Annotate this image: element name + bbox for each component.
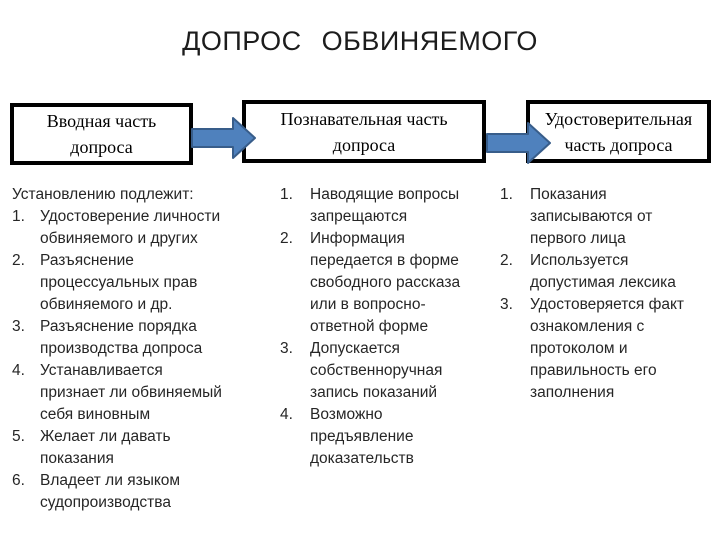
list-item-number: 4.	[280, 406, 293, 423]
list-item-text: Удостоверение личности обвиняемого и дру…	[40, 208, 221, 247]
list-item: 3. Удостоверяется факт ознакомления с пр…	[500, 294, 698, 404]
list-item-text: Используется допустимая лексика	[530, 252, 676, 291]
list-item-number: 1.	[500, 186, 513, 203]
list-item: 2. Информация передается в форме свободн…	[280, 228, 465, 338]
list-item: 1. Наводящие вопросы запрещаются	[280, 184, 465, 228]
list-item-text: Владеет ли языком судопроизводства	[40, 472, 181, 511]
list-item: 1. Удостоверение личности обвиняемого и …	[12, 206, 224, 250]
stage-box-cognitive: Познавательная часть допроса	[242, 100, 486, 163]
right-arrow-icon	[191, 115, 258, 166]
list-item-number: 2.	[500, 252, 513, 269]
list-item-text: Возможно предъявление доказательств	[310, 406, 414, 467]
list-item-text: Допускается собственноручная запись пока…	[310, 340, 443, 401]
list-item-number: 3.	[500, 296, 513, 313]
column-certifying: 1. Показания записываются от первого лиц…	[500, 184, 698, 404]
list-item-text: Разъяснение процессуальных прав обвиняем…	[40, 252, 198, 313]
list-item: 2. Разъяснение процессуальных прав обвин…	[12, 250, 224, 316]
list-item-text: Удостоверяется факт ознакомления с прото…	[530, 296, 685, 401]
stage-box-certifying: Удостоверительная часть допроса	[526, 100, 711, 163]
list-item-text: Устанавливается признает ли обвиняемый с…	[40, 362, 222, 423]
list-item: 5. Желает ли давать показания	[12, 426, 224, 470]
list-item-text: Показания записываются от первого лица	[530, 186, 653, 247]
column-cognitive: 1. Наводящие вопросы запрещаются 2. Инфо…	[280, 184, 465, 470]
list-item: 3. Разъяснение порядка производства допр…	[12, 316, 224, 360]
list-item-number: 3.	[280, 340, 293, 357]
list-item-number: 5.	[12, 428, 25, 445]
list-item-number: 6.	[12, 472, 25, 489]
list-item: 1. Показания записываются от первого лиц…	[500, 184, 698, 250]
page-title: ДОПРОС ОБВИНЯЕМОГО	[182, 26, 538, 56]
list-item-number: 4.	[12, 362, 25, 379]
list-item: 6. Владеет ли языком судопроизводства	[12, 470, 224, 514]
stage-box-introductory: Вводная часть допроса	[10, 103, 193, 165]
list-item-number: 3.	[12, 318, 25, 335]
list-item-text: Информация передается в форме свободного…	[310, 230, 461, 335]
list-item-number: 2.	[280, 230, 293, 247]
list-item-text: Разъяснение порядка производства допроса	[40, 318, 203, 357]
list-item-text: Наводящие вопросы запрещаются	[310, 186, 460, 225]
stage-box-label: Вводная часть допроса	[46, 111, 157, 157]
list-item: 4. Устанавливается признает ли обвиняемы…	[12, 360, 224, 426]
list-item-number: 2.	[12, 252, 25, 269]
list-item: 3. Допускается собственноручная запись п…	[280, 338, 465, 404]
column-introductory: Установлению подлежит: 1. Удостоверение …	[12, 184, 224, 514]
list-item-text: Желает ли давать показания	[40, 428, 171, 467]
stage-box-label: Удостоверительная часть допроса	[544, 108, 693, 155]
list-item: 4. Возможно предъявление доказательств	[280, 404, 465, 470]
list-item: 2. Используется допустимая лексика	[500, 250, 698, 294]
stage-box-label: Познавательная часть допроса	[280, 108, 448, 155]
list-item-number: 1.	[12, 208, 25, 225]
column-header: Установлению подлежит:	[12, 186, 194, 203]
right-arrow-icon	[486, 120, 553, 171]
list-item-number: 1.	[280, 186, 293, 203]
